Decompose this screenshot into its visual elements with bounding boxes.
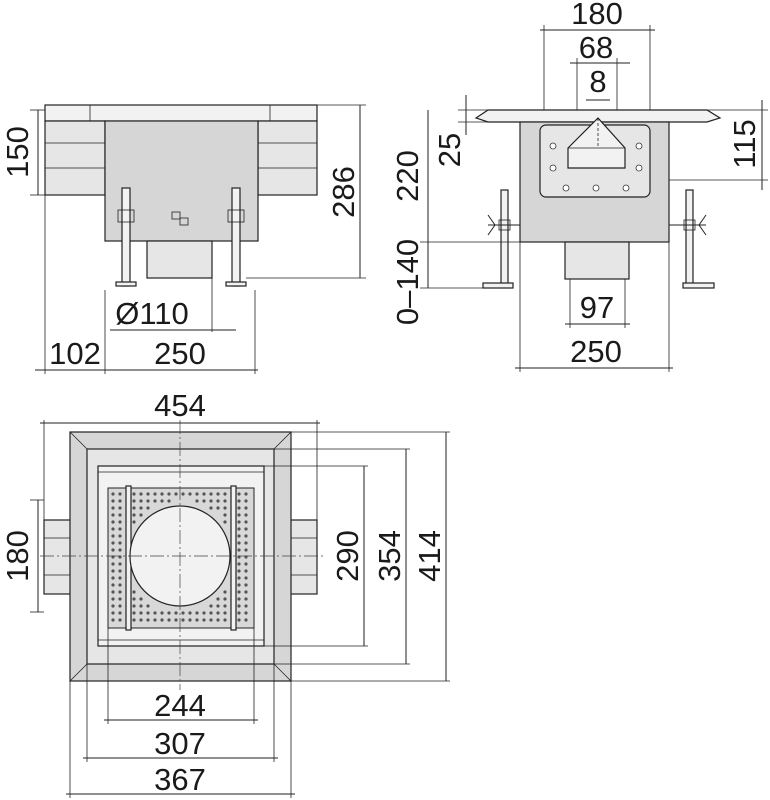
front-dim-8: 8 (589, 64, 606, 99)
front-dim-220: 220 (390, 150, 425, 202)
front-dim-25: 25 (432, 133, 467, 167)
side-dim-diameter: Ø110 (115, 296, 189, 331)
side-left-stub (44, 120, 106, 196)
side-dim-102: 102 (49, 336, 101, 371)
top-right-stub (286, 519, 318, 595)
side-view: 150 286 Ø110 102 250 (0, 104, 366, 374)
top-view: 454 180 290 354 414 244 307 367 (0, 388, 450, 798)
side-flange-top (44, 104, 318, 122)
top-dim-180: 180 (0, 530, 35, 582)
top-dim-367: 367 (154, 762, 206, 797)
side-dim-150: 150 (0, 126, 35, 178)
top-dim-354: 354 (372, 530, 407, 582)
side-outlet (146, 240, 213, 279)
top-dim-414: 414 (412, 530, 447, 582)
top-dim-244: 244 (154, 688, 206, 723)
front-dim-0-140: 0–140 (390, 239, 425, 325)
front-dim-250: 250 (570, 334, 622, 369)
front-view: 180 68 8 25 220 115 0–140 97 (390, 0, 768, 372)
side-dim-286: 286 (326, 166, 361, 218)
top-left-stub (43, 519, 75, 595)
front-dim-180: 180 (571, 0, 623, 31)
side-right-stub (257, 120, 318, 196)
top-dim-307: 307 (154, 726, 206, 761)
top-dim-454: 454 (154, 388, 206, 423)
front-dim-68: 68 (579, 30, 613, 65)
front-dim-97: 97 (580, 290, 614, 325)
front-dim-115: 115 (727, 119, 762, 168)
front-outlet (564, 241, 630, 280)
top-dim-290: 290 (330, 530, 365, 582)
side-dim-250: 250 (154, 336, 206, 371)
